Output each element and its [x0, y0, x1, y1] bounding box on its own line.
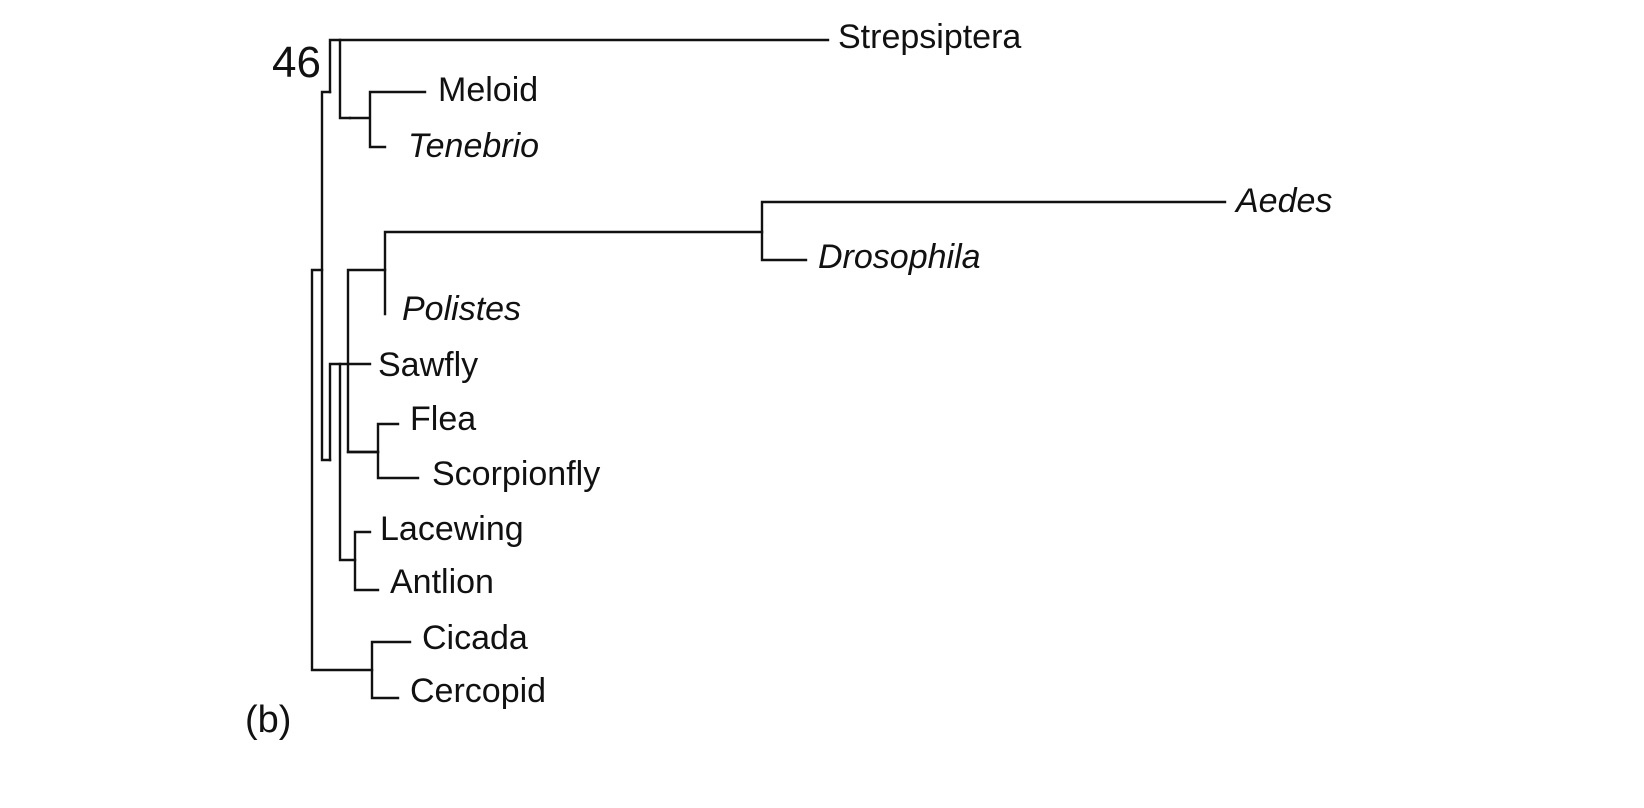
taxon-tenebrio: Tenebrio — [408, 127, 539, 165]
branch-node-dipt-polistes — [383, 230, 764, 316]
taxon-labels: Strepsiptera Meloid Tenebrio Aedes Droso… — [378, 18, 1332, 710]
branch-node-upper-split — [320, 90, 332, 462]
tree-branches — [310, 38, 1227, 700]
taxon-strepsiptera: Strepsiptera — [838, 18, 1021, 56]
taxon-cicada: Cicada — [422, 619, 528, 657]
branch-root — [310, 268, 374, 672]
taxon-antlion: Antlion — [390, 563, 494, 601]
branch-node-46 — [328, 38, 352, 120]
taxon-meloid: Meloid — [438, 71, 538, 109]
branch-beetles — [348, 90, 427, 149]
branch-node-sawfly-mecop — [346, 362, 380, 454]
taxon-sawfly: Sawfly — [378, 346, 478, 384]
taxon-cercopid: Cercopid — [410, 672, 546, 710]
branch-node-flea-scorpionfly — [376, 422, 420, 480]
taxon-polistes: Polistes — [402, 290, 521, 328]
branch-neuroptera — [353, 530, 380, 592]
taxon-flea: Flea — [410, 400, 476, 438]
branch-diptera — [760, 200, 1227, 262]
panel-label: (b) — [245, 699, 291, 741]
taxon-scorpionfly: Scorpionfly — [432, 455, 600, 493]
taxon-lacewing: Lacewing — [380, 510, 524, 548]
branch-hemiptera — [370, 640, 412, 700]
taxon-drosophila: Drosophila — [818, 238, 981, 276]
bootstrap-support-label: 46 — [272, 38, 321, 87]
taxon-aedes: Aedes — [1234, 182, 1332, 220]
branch-holometabola-rest — [328, 362, 357, 562]
